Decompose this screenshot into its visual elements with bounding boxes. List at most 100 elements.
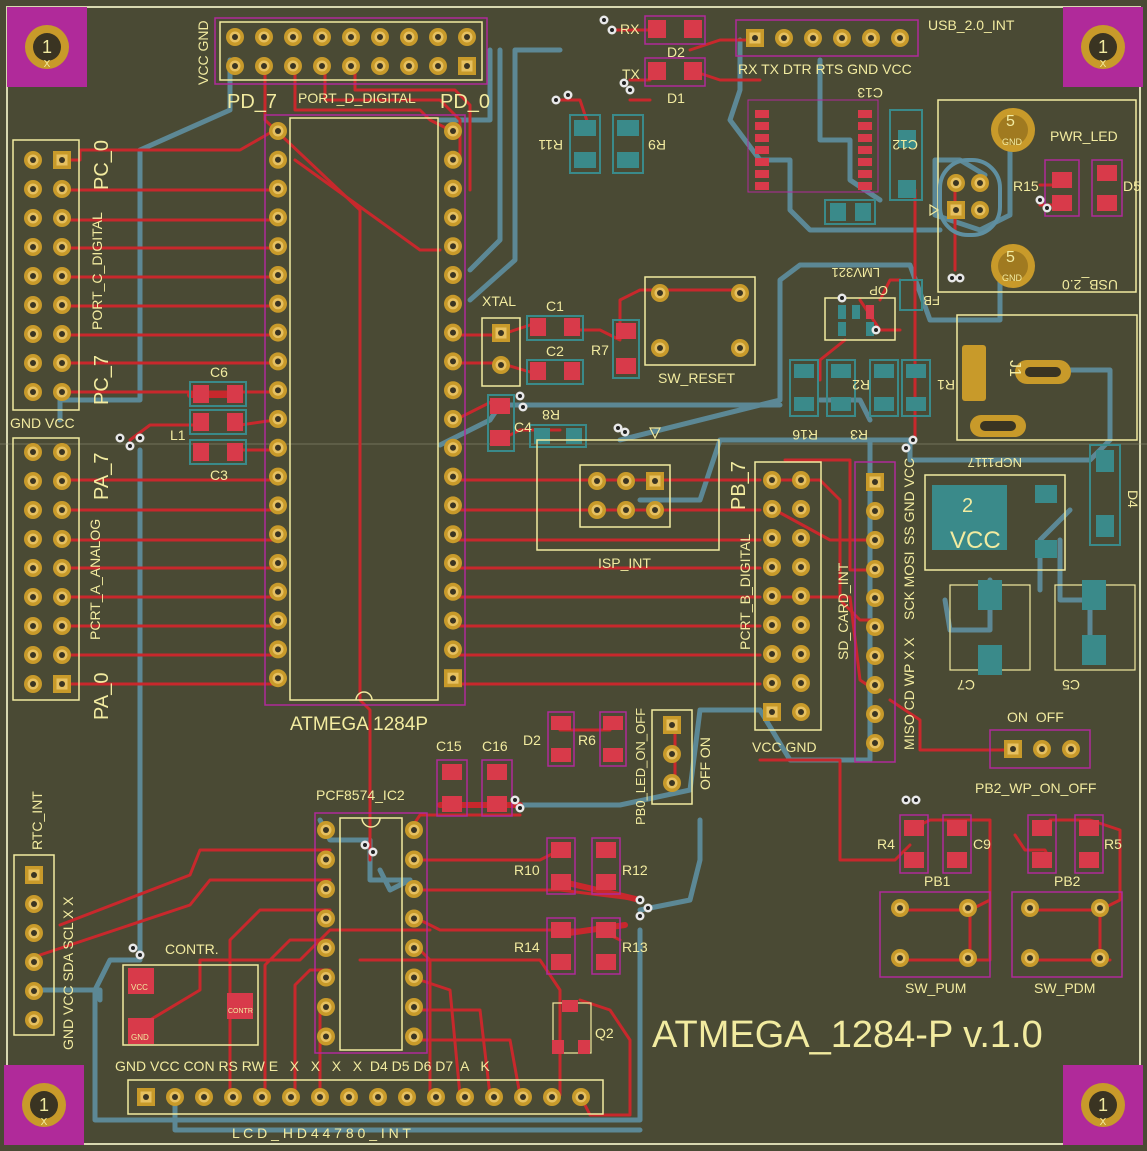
- label-tx: TX: [622, 66, 641, 82]
- label-c13: C13: [857, 85, 883, 101]
- button-debounce: [899, 814, 1104, 874]
- pcf-pin-right: [405, 998, 423, 1016]
- mount-sub: X: [1100, 59, 1107, 70]
- lcd-pin: [572, 1088, 590, 1106]
- label-c2: C2: [546, 343, 564, 359]
- lcd-pin: [514, 1088, 532, 1106]
- label-c4: C4: [514, 419, 532, 435]
- lcd-pin: [224, 1088, 242, 1106]
- mount-number: 1: [42, 37, 52, 57]
- label-pa0: PA_0: [91, 673, 113, 720]
- label-r3: R3: [850, 427, 868, 443]
- atmega-pin-left: [269, 467, 287, 486]
- sw-pdm[interactable]: [1011, 891, 1123, 978]
- label-c16: C16: [482, 738, 508, 754]
- mount-number: 1: [1098, 37, 1108, 57]
- label-pb2-wp: PB2_WP_ON_OFF: [975, 780, 1096, 796]
- label-sd-pins-c: MISO CD WP X X: [901, 637, 917, 750]
- label-r10: R10: [514, 862, 540, 878]
- label-r9: R9: [648, 137, 666, 153]
- label-atmega: ATMEGA 1284P: [290, 714, 428, 735]
- pcf8574-ic: [314, 812, 428, 1054]
- pb2-wp-switch[interactable]: [989, 729, 1091, 769]
- atmega-pin-right: [444, 179, 462, 198]
- label-contr-vcc: VCC: [131, 983, 148, 992]
- pcf-pin-left: [317, 1027, 335, 1046]
- atmega-pin-left: [269, 438, 287, 457]
- label-r4: R4: [877, 836, 895, 852]
- label-lcd-int: L C D _ H D 4 4 7 8 0 _ I N T: [232, 1125, 411, 1141]
- label-pc0: PC_0: [91, 140, 113, 190]
- atmega-pin-left: [269, 266, 287, 284]
- contrast-pot[interactable]: [122, 964, 259, 1046]
- atmega-pin-right: [444, 438, 462, 457]
- label-op: OP: [869, 283, 888, 298]
- usb-connector: [937, 99, 1137, 293]
- pcf-pin-left: [317, 998, 335, 1016]
- label-r6: R6: [578, 732, 596, 748]
- pcf-pin-right: [405, 880, 423, 898]
- label-r5: R5: [1104, 836, 1122, 852]
- label-c15: C15: [436, 738, 462, 754]
- label-r15: R15: [1013, 178, 1039, 194]
- label-five-b: 5: [1006, 249, 1015, 266]
- label-l1: L1: [170, 427, 186, 443]
- lcd-pin: [543, 1088, 561, 1106]
- label-r13: R13: [622, 939, 648, 955]
- label-fb: FB: [923, 293, 940, 308]
- label-port-d: PORT_D_DIGITAL: [298, 90, 416, 106]
- label-pc7: PC_7: [91, 355, 113, 405]
- label-contr: CONTR.: [165, 941, 219, 957]
- label-usb-int: USB_2.0_INT: [928, 17, 1015, 33]
- label-xtal: XTAL: [482, 293, 516, 309]
- label-sd-card: SD_CARD_INT: [835, 562, 851, 660]
- label-lcd-pins: GND VCC CON RS RW E X X X X D4 D5 D6 D7 …: [115, 1058, 490, 1074]
- atmega-pin-right: [444, 582, 462, 601]
- atmega-pin-right: [444, 669, 462, 688]
- label-off-on: OFF ON: [697, 737, 713, 790]
- port-b-header: [754, 461, 822, 731]
- label-r1: R1: [937, 377, 955, 393]
- atmega-pin-left: [269, 237, 287, 256]
- pcf-pin-left: [317, 968, 335, 987]
- atmega-pin-left: [269, 179, 287, 198]
- atmega-pin-right: [444, 352, 462, 371]
- sw-reset[interactable]: [644, 276, 756, 366]
- atmega-pin-left: [269, 381, 287, 400]
- board-title: ATMEGA_1284-P v.1.0: [652, 1014, 1043, 1056]
- lcd-pin: [137, 1088, 155, 1106]
- label-sw-pdm: SW_PDM: [1034, 980, 1095, 996]
- pcf-pin-left: [317, 909, 335, 928]
- label-d2-mid: D2: [523, 732, 541, 748]
- label-gnd-vcc-left: GND VCC: [10, 415, 75, 431]
- atmega-pin-right: [444, 266, 462, 284]
- label-port-b: PCRT_B_DIGITAL: [737, 534, 753, 650]
- label-r12: R12: [622, 862, 648, 878]
- label-c6: C6: [210, 364, 228, 380]
- atmega-ic: [264, 114, 466, 706]
- label-pd0: PD_0: [440, 91, 490, 113]
- label-pwr-led: PWR_LED: [1050, 128, 1118, 144]
- lc-filter: [189, 381, 247, 465]
- port-a-header: [12, 437, 80, 701]
- r10-r14: [546, 837, 621, 1054]
- pcf-pin-right: [405, 909, 423, 928]
- label-r7: R7: [591, 342, 609, 358]
- r7: [612, 319, 640, 379]
- label-pb7: PB_7: [728, 461, 750, 510]
- atmega-pin-left: [269, 611, 287, 630]
- ftdi-chip: [747, 99, 923, 225]
- pb0-led-section: [547, 709, 693, 805]
- label-d1: D1: [667, 90, 685, 106]
- mount-hole-bottom-right: 1 X: [1063, 1065, 1143, 1145]
- ncp-regulator: [924, 444, 1136, 675]
- label-vcc-big: VCC: [950, 527, 1001, 554]
- port-c-header: [12, 139, 80, 411]
- pcf-pin-right: [405, 821, 423, 839]
- atmega-pin-left: [269, 208, 287, 227]
- label-d2-top: D2: [667, 44, 685, 60]
- sw-pum[interactable]: [879, 891, 991, 978]
- pcf-pin-right: [405, 1027, 423, 1046]
- atmega-pin-left: [269, 323, 287, 342]
- lcd-pin: [282, 1088, 300, 1106]
